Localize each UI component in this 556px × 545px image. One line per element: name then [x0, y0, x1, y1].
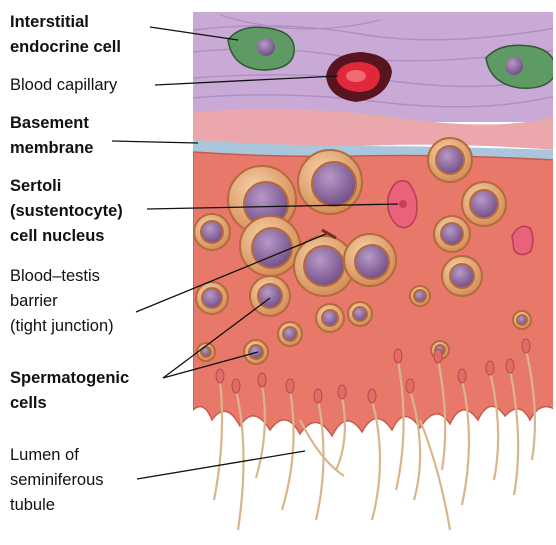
leader-lumen [136, 450, 306, 480]
leader-basement [111, 140, 199, 144]
leader-sertoli [146, 203, 399, 210]
leader-spermatogenic-2 [162, 351, 259, 379]
label-blood-testis-barrier: Blood–testis barrier (tight junction) [10, 267, 114, 335]
basement-membrane-pink [193, 109, 553, 150]
sperm-tails [212, 349, 537, 531]
label-basement-membrane: Basement membrane [10, 114, 94, 157]
sertoli-nucleus [386, 180, 418, 229]
label-interstitial-endocrine-cell: Interstitial endocrine cell [10, 13, 121, 56]
spermatid-heads [215, 338, 531, 404]
leader-barrier [135, 233, 327, 313]
leader-lines [111, 26, 399, 480]
label-spermatogenic-cells: Spermatogenic cells [10, 369, 130, 412]
interstitial-endocrine-cell [227, 26, 295, 71]
label-blood-capillary: Blood capillary [10, 76, 118, 94]
leader-interstitial [149, 26, 239, 41]
leader-capillary [154, 75, 339, 86]
sertoli-nucleus-2 [511, 225, 534, 256]
label-lumen: Lumen of seminiferous tubule [10, 446, 104, 514]
blood-capillary [326, 52, 392, 102]
tight-junction [321, 228, 337, 240]
leader-spermatogenic-1 [162, 297, 271, 379]
interstitial-endocrine-cell-2 [485, 44, 553, 89]
label-sertoli-nucleus: Sertoli (sustentocyte) cell nucleus [10, 177, 123, 245]
